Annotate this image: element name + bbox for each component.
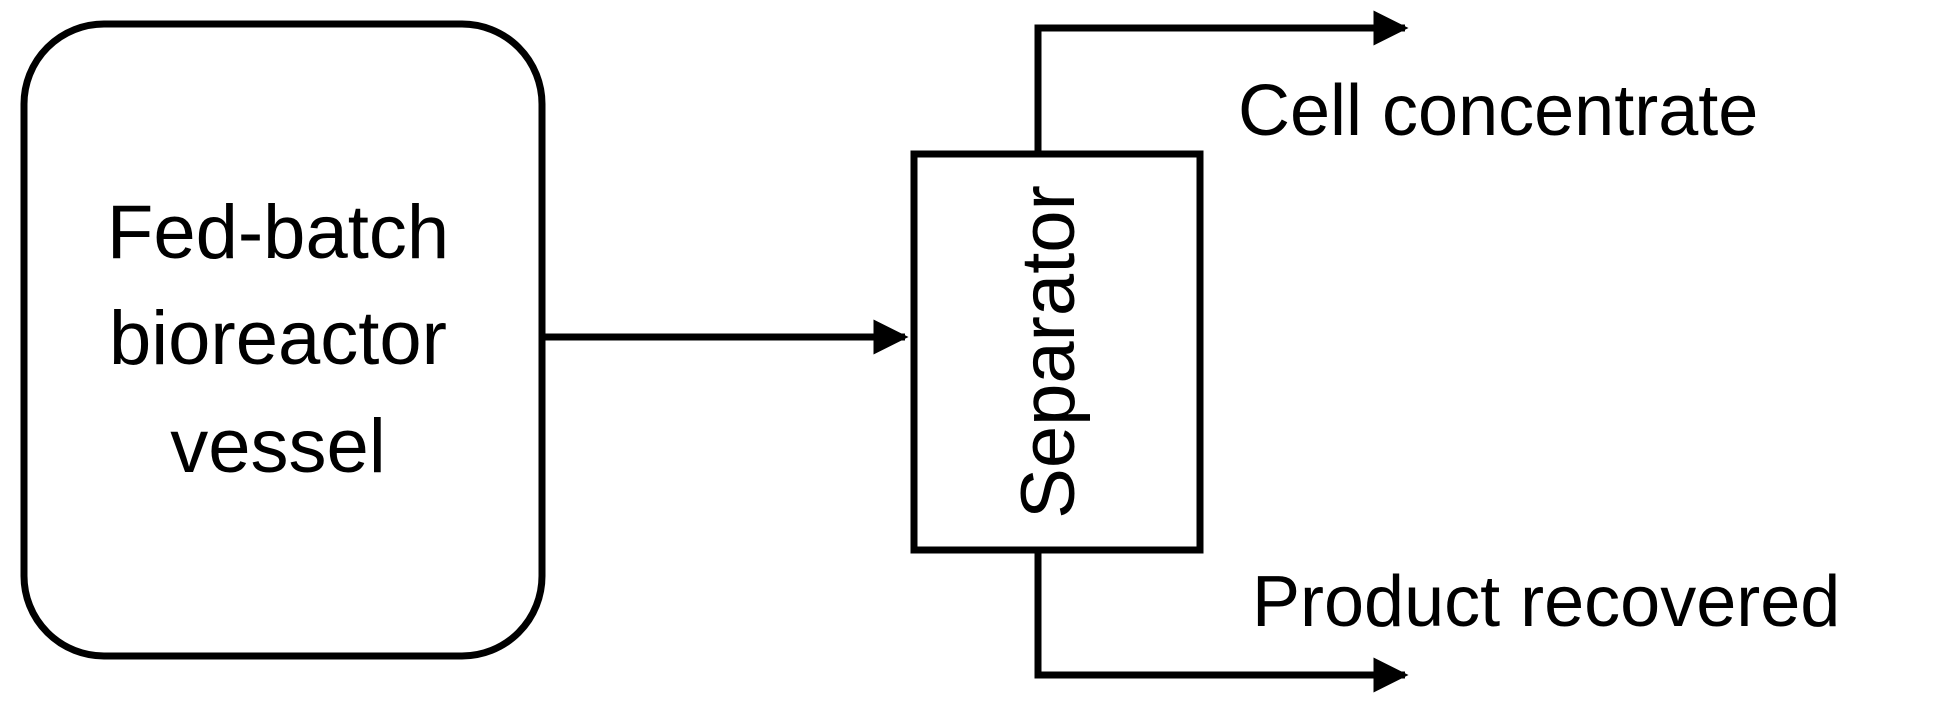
- bioreactor-vessel-node: Fed-batch bioreactor vessel: [20, 20, 546, 660]
- cell-concentrate-arrow: [1034, 10, 1409, 152]
- bioreactor-label-line-2: bioreactor: [109, 296, 447, 381]
- bioreactor-vessel-box: [20, 20, 546, 660]
- bioreactor-label-line-3: vessel: [170, 404, 385, 489]
- separator-node: Separator: [910, 150, 1204, 554]
- separator-label: Separator: [1006, 185, 1091, 519]
- product-recovered-arrow: [1034, 553, 1409, 693]
- separator-box: [910, 150, 1204, 554]
- product-recovered-label: Product recovered: [1252, 562, 1840, 642]
- bioreactor-label-line-1: Fed-batch: [107, 190, 449, 275]
- cell-concentrate-label: Cell concentrate: [1238, 71, 1758, 151]
